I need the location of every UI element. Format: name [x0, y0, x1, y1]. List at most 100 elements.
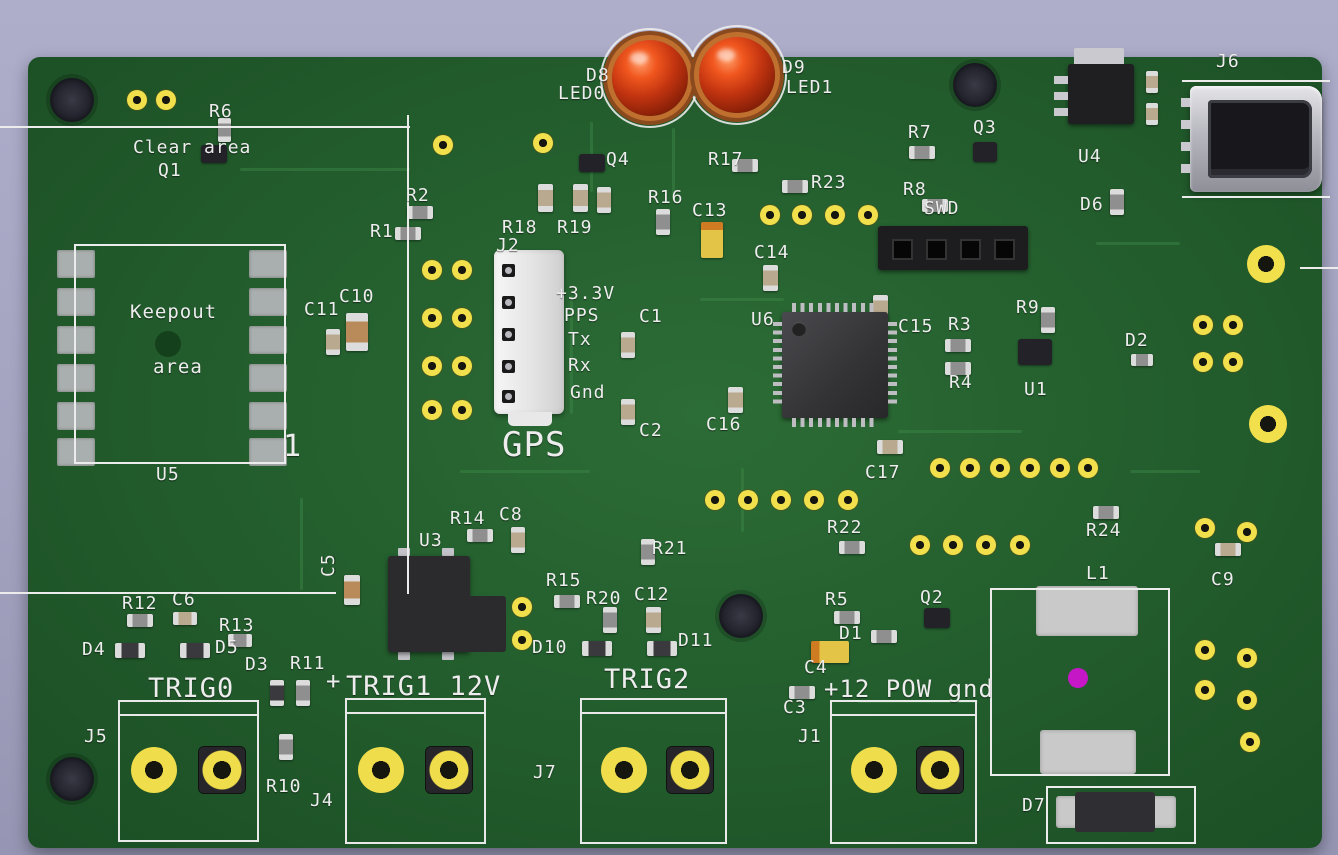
qfp-pins-top: [792, 303, 878, 312]
u3-pad: [442, 548, 454, 556]
through-hole-pad: [422, 308, 442, 328]
smd-capacitor: [511, 527, 525, 553]
smd-resistor: [909, 145, 935, 159]
label-u3: U3: [419, 530, 443, 551]
label-j5: J5: [84, 726, 108, 747]
smd-capacitor: [326, 329, 340, 355]
label-r8: R8: [903, 179, 927, 200]
smd-capacitor: [877, 440, 903, 454]
qfp-pins-bottom: [792, 418, 878, 427]
label-j7: J7: [533, 762, 557, 783]
smd-resistor: [922, 198, 948, 212]
power-module-u3-lobe: [468, 596, 506, 652]
label-u6: U6: [751, 309, 775, 330]
label-led1: LED1: [786, 77, 834, 98]
label-u5: U5: [156, 464, 180, 485]
label-c1: C1: [639, 306, 663, 327]
through-hole-pad: [804, 490, 824, 510]
through-hole-pad: [910, 535, 930, 555]
label-l1: L1: [1086, 563, 1110, 584]
smd-capacitor: [1146, 71, 1158, 93]
through-hole-pad: [960, 458, 980, 478]
smd-resistor: [279, 734, 293, 760]
label-d11: D11: [678, 630, 714, 651]
terminal-block-j1: [830, 700, 977, 844]
smd-resistor: [1131, 354, 1153, 366]
silkscreen-line: [407, 115, 409, 594]
smd-capacitor-tantalum: [346, 313, 368, 351]
keepout-pad: [249, 326, 287, 354]
u3-pad: [442, 652, 454, 660]
label-d5: D5: [215, 637, 239, 658]
label-d3: D3: [245, 654, 269, 675]
label-c16: C16: [706, 414, 742, 435]
label-r6: R6: [209, 101, 233, 122]
swd-pin-hole: [926, 239, 947, 260]
silkscreen-line: [1300, 267, 1338, 269]
smd-capacitor-tantalum: [344, 575, 360, 605]
label-c9: C9: [1211, 569, 1235, 590]
smd-resistor: [1041, 307, 1055, 333]
copper-trace: [898, 430, 1022, 433]
mounting-hole: [719, 594, 763, 638]
label-d9: D9: [782, 57, 806, 78]
label-gnd: Gnd: [570, 382, 606, 403]
label-c13: C13: [692, 200, 728, 221]
keepout-pad: [249, 250, 287, 278]
copper-trace: [570, 296, 573, 414]
smd-capacitor: [762, 265, 778, 291]
smd-resistor: [871, 629, 897, 643]
terminal-block-j7: [580, 698, 727, 844]
smd-capacitor: [645, 607, 661, 633]
through-hole-pad: [422, 356, 442, 376]
swd-pin-hole: [960, 239, 981, 260]
keepout-pad: [249, 364, 287, 392]
label-d10: D10: [532, 637, 568, 658]
terminal-pad: [601, 747, 647, 793]
smd-resistor: [839, 540, 865, 554]
smd-transistor: [973, 142, 997, 162]
label-r9: R9: [1016, 297, 1040, 318]
keepout-pad: [249, 288, 287, 316]
label-d2: D2: [1125, 330, 1149, 351]
label-c17: C17: [865, 462, 901, 483]
label-pps: PPS: [564, 305, 600, 326]
label-r2: R2: [406, 185, 430, 206]
copper-trace: [672, 128, 675, 200]
label-r17: R17: [708, 149, 744, 170]
label-r20: R20: [586, 588, 622, 609]
smd-transistor: [579, 154, 605, 172]
terminal-pad: [917, 747, 963, 793]
through-hole-pad: [1240, 732, 1260, 752]
label-d1: D1: [839, 623, 863, 644]
through-hole-pad: [452, 260, 472, 280]
led-d9: [699, 37, 775, 113]
label-q4: Q4: [606, 149, 630, 170]
terminal-pad: [358, 747, 404, 793]
connector-pin: [502, 390, 515, 403]
smd-resistor: [656, 209, 670, 235]
smd-diode: [180, 642, 210, 658]
smd-resistor: [217, 118, 231, 142]
through-hole-pad: [858, 205, 878, 225]
through-hole-pad: [738, 490, 758, 510]
voltage-regulator-u4: [1054, 48, 1134, 124]
keepout-pad: [57, 402, 95, 430]
inductor-l1-marker-dot: [1068, 668, 1088, 688]
label-c15: C15: [898, 316, 934, 337]
terminal-pad: [851, 747, 897, 793]
label-r19: R19: [557, 217, 593, 238]
mounting-hole: [50, 78, 94, 122]
label-q3: Q3: [973, 117, 997, 138]
led-d9-silk-ring: [687, 25, 787, 125]
smd-capacitor: [572, 184, 588, 212]
keepout-pad: [249, 438, 287, 466]
label-c12: C12: [634, 584, 670, 605]
keepout-area-outline: [74, 244, 286, 464]
diode-d7-outline: [1046, 786, 1196, 844]
label-trig2: TRIG2: [604, 664, 691, 695]
smd-resistor: [782, 179, 808, 193]
label-c6: C6: [172, 589, 196, 610]
label-r13: R13: [219, 615, 255, 636]
